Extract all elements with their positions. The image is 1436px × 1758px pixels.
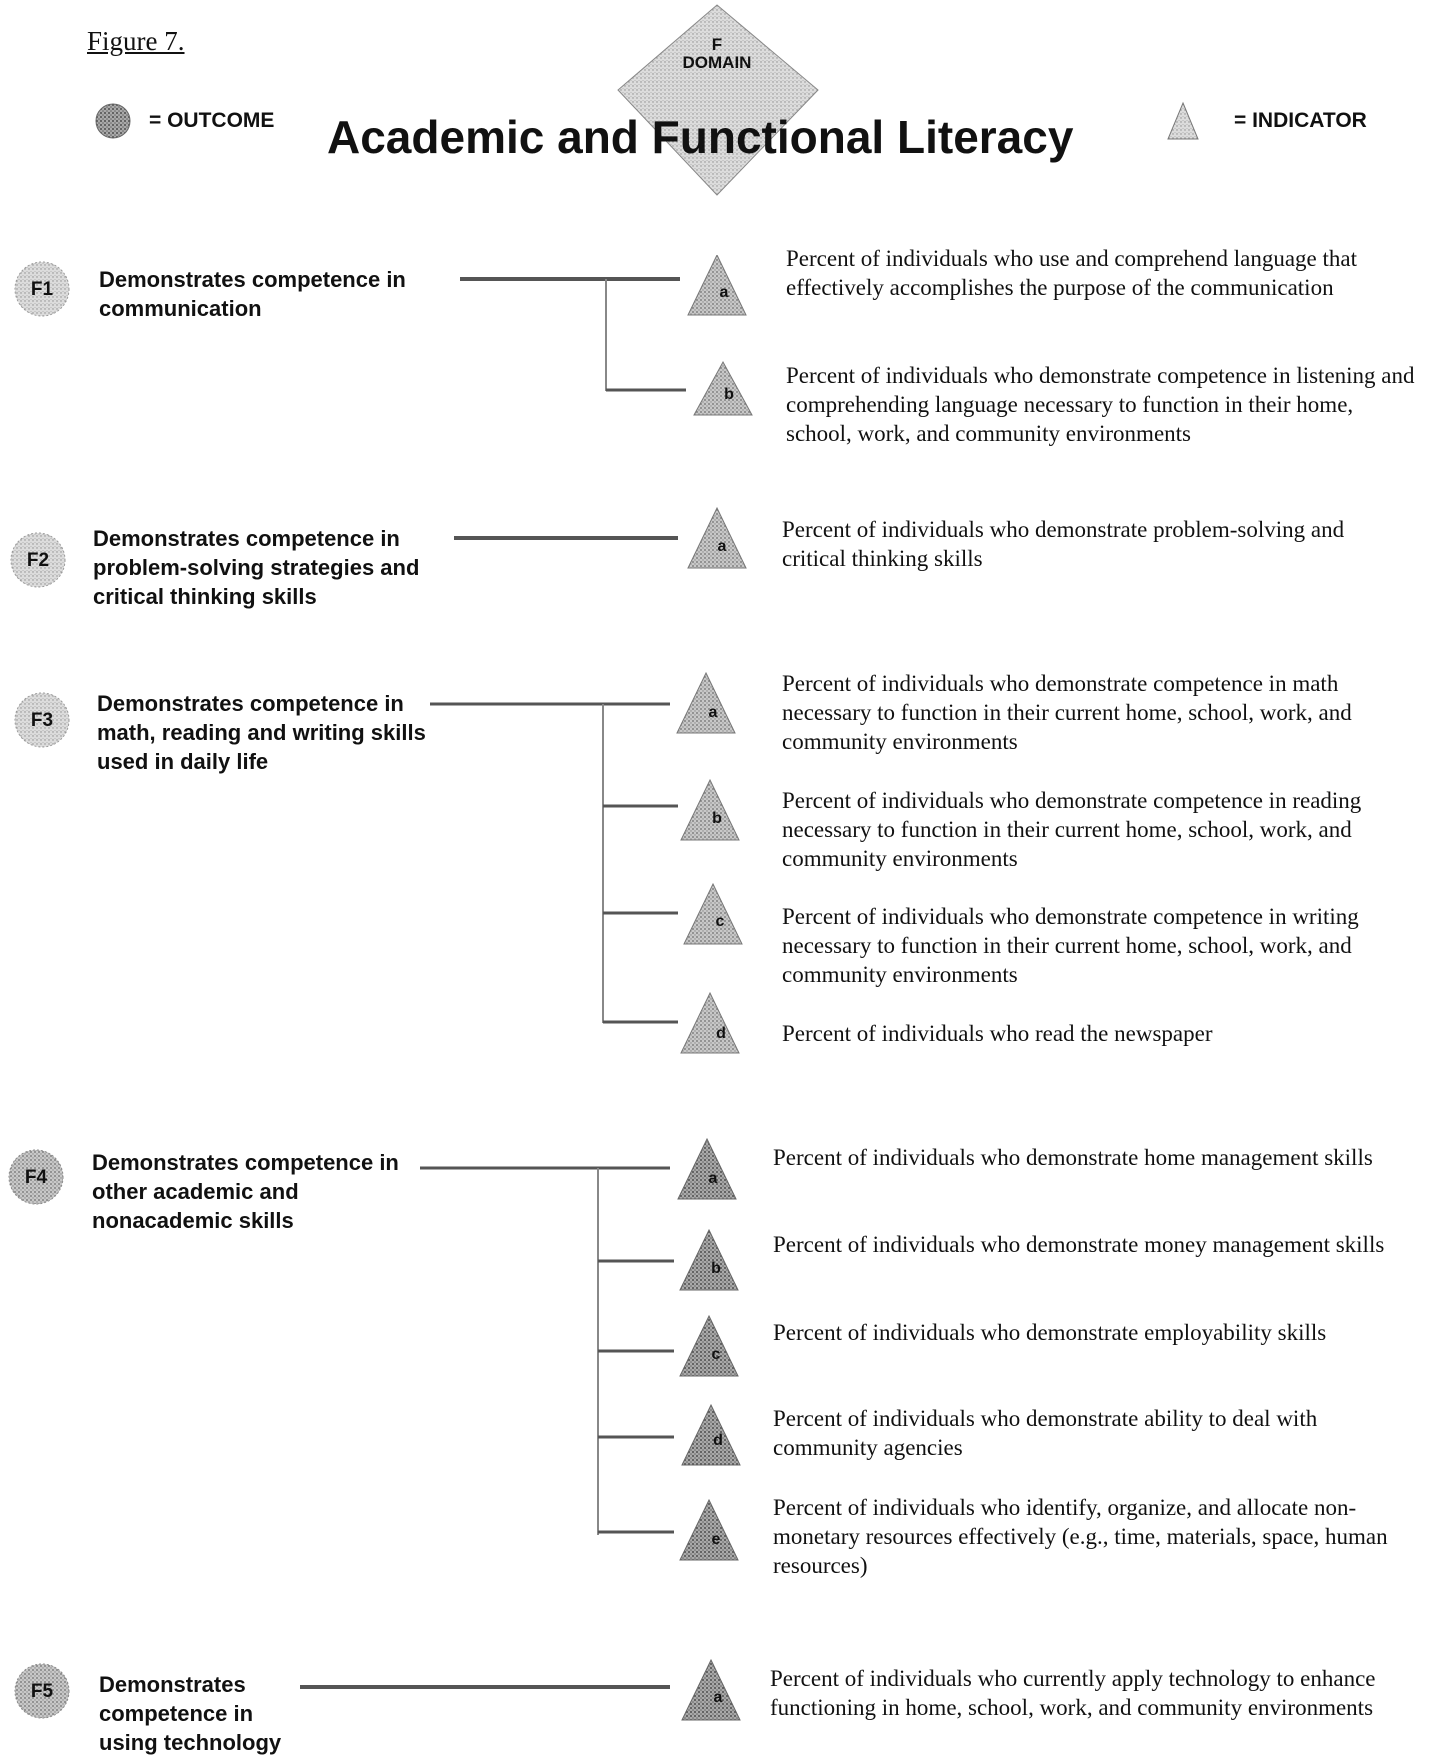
indicator-triangle-f4-d: d: [681, 1403, 741, 1466]
domain-letter: F: [711, 35, 723, 54]
domain-word: DOMAIN: [682, 53, 752, 72]
svg-text:c: c: [712, 1346, 721, 1363]
svg-text:d: d: [713, 1432, 723, 1449]
svg-text:b: b: [724, 386, 734, 403]
indicator-text-f2-a: Percent of individuals who demonstrate p…: [782, 517, 1345, 571]
svg-text:a: a: [709, 1170, 718, 1187]
outcome-label-f5: Demonstrates competence in using technol…: [99, 1672, 282, 1755]
indicator-triangle-f1-b: b: [693, 360, 753, 416]
outcome-label-f3: Demonstrates competence in math, reading…: [97, 691, 426, 774]
indicator-text-f4-e: Percent of individuals who identify, org…: [773, 1495, 1388, 1578]
svg-text:a: a: [718, 538, 727, 555]
svg-text:b: b: [712, 810, 722, 827]
indicator-text-f1-b: Percent of individuals who demonstrate c…: [786, 363, 1415, 446]
svg-text:b: b: [711, 1260, 721, 1277]
outcome-badge-f2: F2: [10, 532, 66, 588]
outcome-label-f4: Demonstrates competence in other academi…: [92, 1150, 399, 1233]
indicator-triangle-f4-b: b: [679, 1228, 739, 1291]
indicator-triangle-f3-b: b: [680, 778, 740, 841]
outcome-legend-icon: [95, 103, 131, 139]
outcome-badge-label: F2: [27, 550, 49, 571]
outcome-badge-label: F1: [31, 279, 54, 300]
svg-text:c: c: [716, 913, 725, 930]
outcome-badge-f3: F3: [14, 692, 70, 748]
outcome-badge-f4: F4: [8, 1149, 64, 1205]
indicator-triangle-f3-c: c: [683, 882, 743, 945]
header-graphics: [95, 4, 1199, 196]
indicator-text-f1-a: Percent of individuals who use and compr…: [786, 246, 1358, 300]
svg-text:a: a: [720, 284, 729, 301]
indicator-triangle-f4-e: e: [679, 1498, 739, 1561]
indicator-text-f3-a: Percent of individuals who demonstrate c…: [782, 671, 1352, 754]
connector-f4: a b c d e: [420, 1137, 741, 1561]
indicator-triangle-f4-c: c: [679, 1314, 739, 1377]
indicator-triangle-f4-a: a: [677, 1137, 737, 1200]
outcome-badge-f5: F5: [14, 1663, 70, 1719]
svg-text:a: a: [709, 704, 718, 721]
outcome-label-f1: Demonstrates competence in communication: [99, 267, 406, 321]
outcome-badge-f1: F1: [14, 261, 70, 317]
indicator-text-f3-c: Percent of individuals who demonstrate c…: [782, 904, 1359, 987]
outcome-badge-label: F5: [31, 1681, 54, 1702]
indicator-triangle-f1-a: a: [687, 255, 747, 316]
domain-diamond: [617, 4, 819, 196]
outcome-badge-label: F3: [31, 710, 53, 731]
diagram-title: Academic and Functional Literacy: [327, 111, 1074, 163]
indicator-text-f4-d: Percent of individuals who demonstrate a…: [773, 1406, 1318, 1460]
indicator-triangle-f5-a: a: [681, 1658, 741, 1721]
outcome-label-f2: Demonstrates competence in problem-solvi…: [93, 526, 420, 609]
indicator-text-f4-c: Percent of individuals who demonstrate e…: [773, 1320, 1327, 1345]
outcome-legend-label: = OUTCOME: [149, 109, 275, 132]
connector-f2: a: [454, 506, 747, 569]
indicator-legend-label: = INDICATOR: [1234, 109, 1367, 132]
indicator-text-f3-d: Percent of individuals who read the news…: [782, 1021, 1213, 1046]
indicator-triangle-f2-a: a: [687, 506, 747, 569]
indicator-text-f4-b: Percent of individuals who demonstrate m…: [773, 1232, 1385, 1257]
svg-text:e: e: [712, 1531, 721, 1548]
indicator-triangle-f3-a: a: [676, 671, 736, 734]
indicator-text-f4-a: Percent of individuals who demonstrate h…: [773, 1145, 1373, 1170]
indicator-legend-icon: [1167, 101, 1199, 140]
domain-label: F DOMAIN: [667, 36, 767, 72]
connector-f1: a b: [460, 255, 753, 416]
indicator-text-f5-a: Percent of individuals who currently app…: [770, 1666, 1376, 1720]
connector-f5: a: [300, 1658, 741, 1721]
indicator-triangle-f3-d: d: [680, 991, 740, 1054]
svg-text:d: d: [716, 1025, 726, 1042]
svg-text:a: a: [714, 1689, 723, 1706]
connector-f3: a b c d: [430, 671, 743, 1054]
indicator-text-f3-b: Percent of individuals who demonstrate c…: [782, 788, 1362, 871]
outcome-badge-label: F4: [25, 1167, 48, 1188]
figure-label: Figure 7.: [87, 26, 185, 56]
